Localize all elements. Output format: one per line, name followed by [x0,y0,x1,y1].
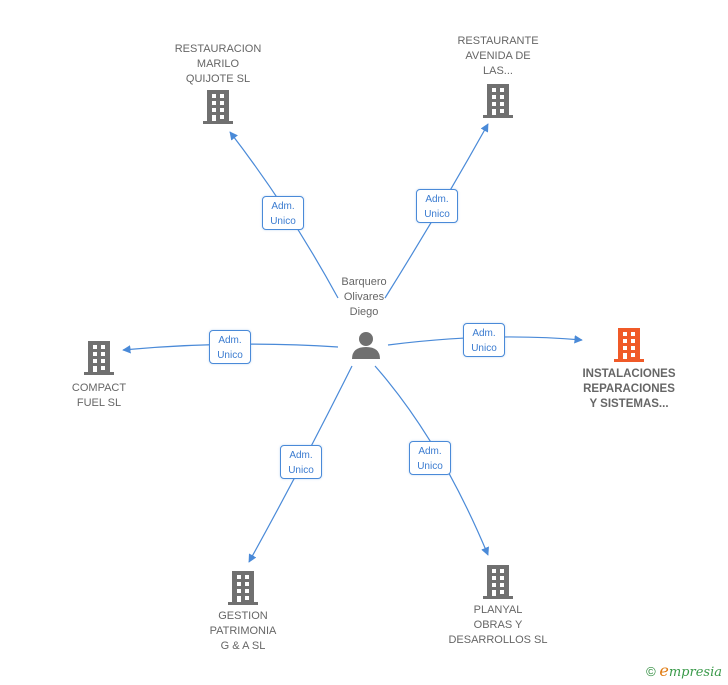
role-badge-restaurante-avenida[interactable]: Adm. Unico [416,189,458,223]
role-label-line2: Unico [288,465,314,476]
building-icon [203,90,233,124]
role-badge-compact-fuel[interactable]: Adm. Unico [209,330,251,364]
person-icon[interactable] [351,330,381,359]
building-icon [483,565,513,599]
company-name: INSTALACIONES REPARACIONES Y SISTEMAS... [582,368,676,410]
role-label-line1: Adm. [289,450,313,461]
company-name: COMPACT FUEL SL [71,382,127,409]
company-node-compact-fuel[interactable]: COMPACT FUEL SL [49,341,149,411]
role-badge-gestion-patrimonia[interactable]: Adm. Unico [280,445,322,479]
company-node-planyal-obras[interactable]: PLANYAL OBRAS Y DESARROLLOS SL [438,565,558,648]
company-node-gestion-patrimonia[interactable]: GESTION PATRIMONIA G & A SL [183,571,303,654]
role-badge-instalaciones[interactable]: Adm. Unico [463,323,505,357]
building-icon-highlighted [614,328,644,362]
copyright-icon: © [646,664,656,679]
role-label-line2: Unico [270,216,296,227]
company-node-restauracion-marilo[interactable]: RESTAURACION MARILO QUIJOTE SL [158,42,278,124]
role-badge-planyal-obras[interactable]: Adm. Unico [409,441,451,475]
building-icon [228,571,258,605]
company-name: PLANYAL OBRAS Y DESARROLLOS SL [448,604,548,646]
building-icon [483,84,513,118]
role-label-line2: Unico [471,343,497,354]
role-label-line2: Unico [217,350,243,361]
empresia-watermark[interactable]: © empresia [646,661,722,680]
company-node-instalaciones-reparaciones[interactable]: INSTALACIONES REPARACIONES Y SISTEMAS... [569,328,689,412]
building-icon [84,341,114,375]
brand-initial: e [659,661,669,680]
center-person-node[interactable]: Barquero Olivares Diego [318,275,410,320]
role-label-line2: Unico [417,461,443,472]
role-label-line1: Adm. [418,446,442,457]
role-label-line2: Unico [424,209,450,220]
role-label-line1: Adm. [472,328,496,339]
person-name: Barquero Olivares Diego [341,276,387,318]
company-name: RESTAURANTE AVENIDA DE LAS... [457,35,539,77]
company-name: GESTION PATRIMONIA G & A SL [209,610,277,652]
role-label-line1: Adm. [218,335,242,346]
company-node-restaurante-avenida[interactable]: RESTAURANTE AVENIDA DE LAS... [438,34,558,118]
company-name: RESTAURACION MARILO QUIJOTE SL [174,43,262,85]
role-label-line1: Adm. [425,194,449,205]
brand-name: mpresia [668,665,722,680]
role-label-line1: Adm. [271,201,295,212]
role-badge-restauracion-marilo[interactable]: Adm. Unico [262,196,304,230]
